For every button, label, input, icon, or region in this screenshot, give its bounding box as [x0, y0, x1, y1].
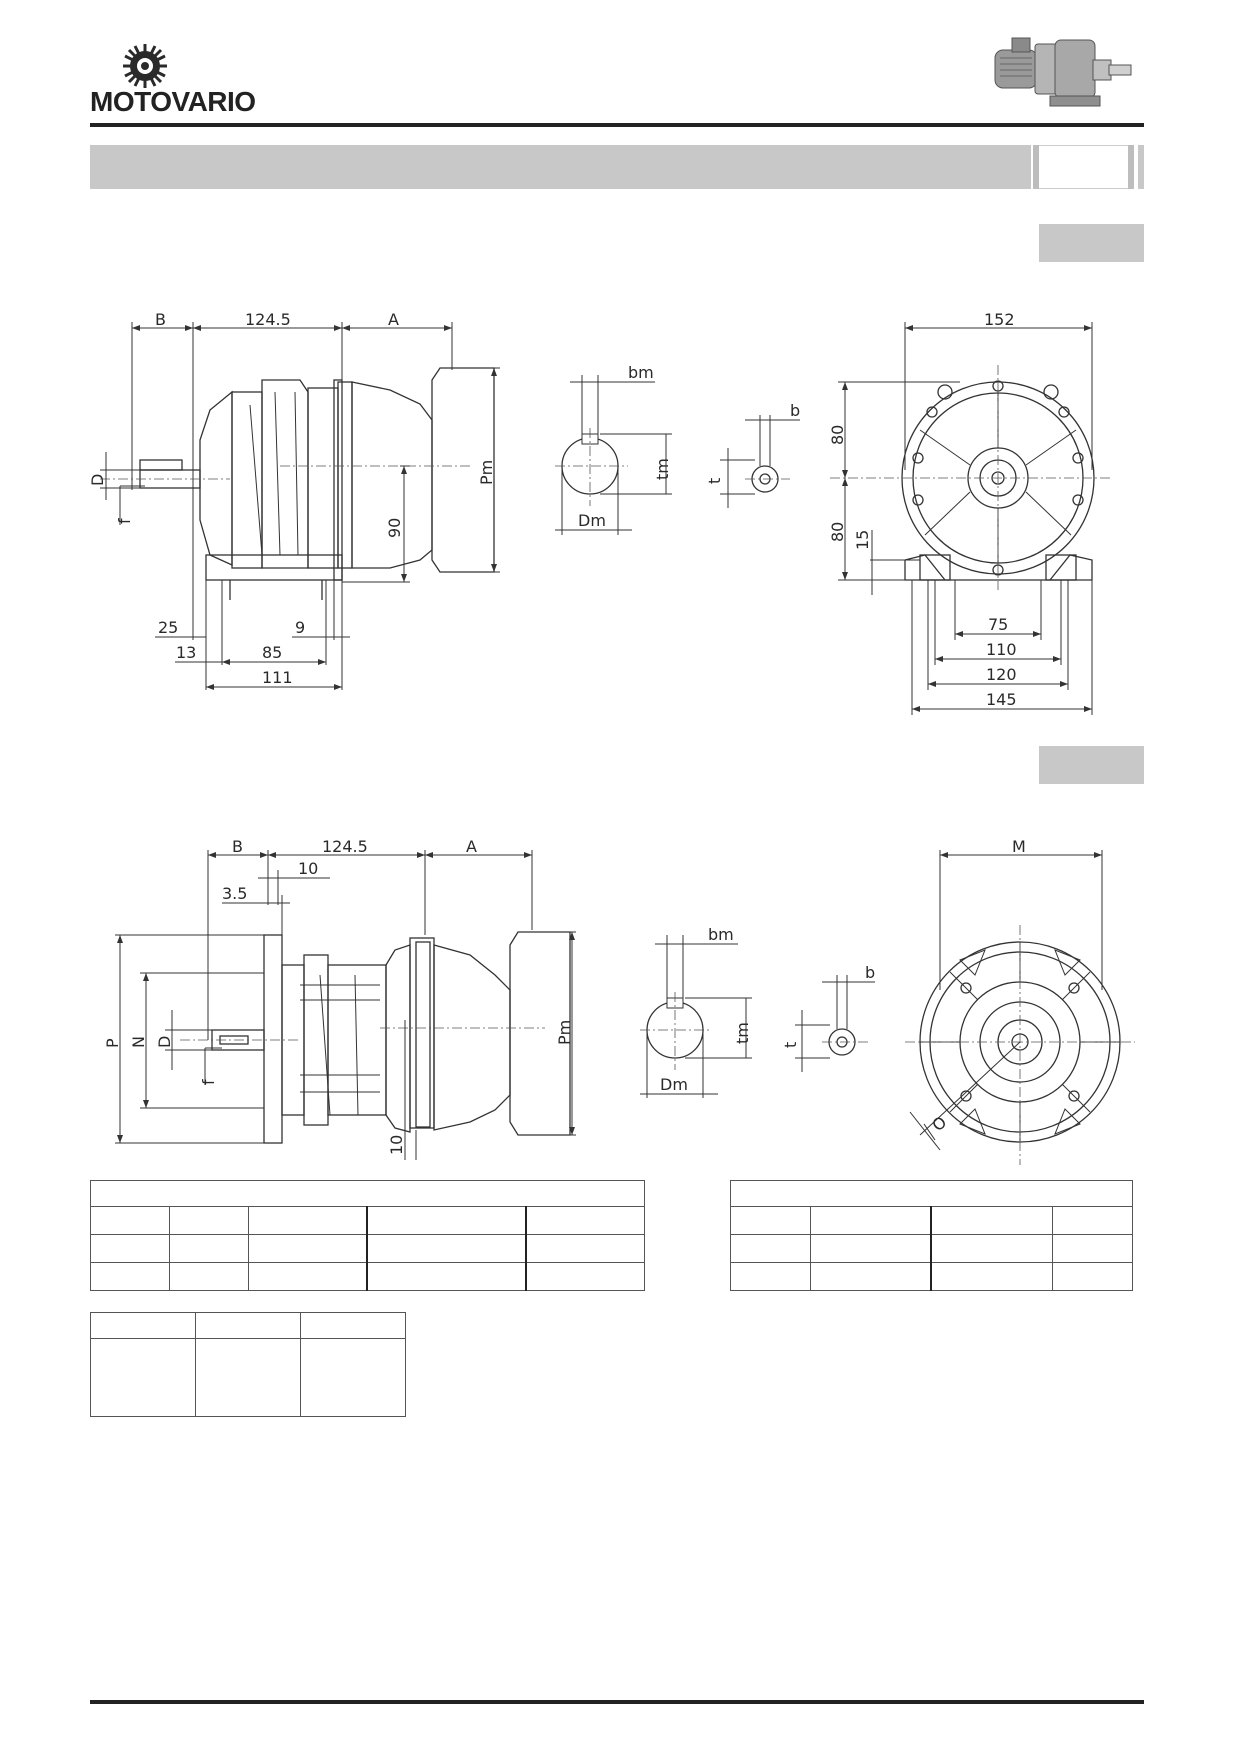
bottom-rule — [90, 1700, 1144, 1704]
dim-Pm: Pm — [477, 460, 496, 485]
dim-152: 152 — [984, 310, 1015, 329]
dim-111: 111 — [262, 668, 293, 687]
drawing1-motor-shaft: bm tm Dm — [555, 363, 672, 535]
dim-B: B — [155, 310, 166, 329]
dim-t-2: t — [781, 1042, 800, 1048]
drawing2-side-view: B 124.5 A 10 3.5 — [103, 837, 576, 1160]
dim-f: f — [115, 518, 134, 524]
drawing2-end-view: M O — [905, 837, 1135, 1165]
section-tag — [1039, 224, 1144, 262]
top-rule — [90, 123, 1144, 127]
spec-table-3 — [90, 1312, 406, 1417]
dim-80-upper: 80 — [828, 425, 847, 445]
section-tag — [1039, 746, 1144, 784]
dim-O: O — [928, 1112, 950, 1135]
header-band-divider — [1033, 145, 1039, 189]
dim-25: 25 — [158, 618, 178, 637]
spec-table-1 — [89, 1180, 645, 1291]
dim-124-5-2: 124.5 — [322, 837, 368, 856]
dim-N: N — [129, 1036, 148, 1048]
header-band-end — [1138, 145, 1144, 189]
gear-logo-icon — [123, 44, 167, 88]
dim-10-bottom: 10 — [387, 1135, 406, 1155]
dim-Dm-2: Dm — [660, 1075, 688, 1094]
dim-b: b — [790, 401, 800, 420]
dim-85: 85 — [262, 643, 282, 662]
dim-A: A — [388, 310, 399, 329]
dim-15: 15 — [853, 530, 872, 550]
drawing2-output-shaft: b t — [781, 963, 875, 1072]
dim-3-5: 3.5 — [222, 884, 247, 903]
dim-110: 110 — [986, 640, 1017, 659]
drawing1-output-shaft: b t — [705, 401, 800, 508]
dim-b-2: b — [865, 963, 875, 982]
drawing1-side-view: B 124.5 A D f — [88, 310, 500, 690]
header-band-box — [1039, 145, 1128, 189]
dim-90: 90 — [385, 518, 404, 538]
dim-75: 75 — [988, 615, 1008, 634]
dim-bm-2: bm — [708, 925, 734, 944]
header-band — [90, 145, 1031, 189]
brand-name: MOTOVARIO — [90, 86, 256, 117]
gearmotor-illustration-icon — [994, 37, 1132, 107]
drawing2-motor-shaft: bm tm Dm — [640, 925, 752, 1098]
dim-tm: tm — [653, 458, 672, 480]
drawing1-end-view: 152 80 80 15 — [828, 310, 1110, 715]
dim-80-lower: 80 — [828, 522, 847, 542]
dim-D: D — [88, 474, 107, 486]
dim-10-top: 10 — [298, 859, 318, 878]
dim-D-2: D — [155, 1036, 174, 1048]
dim-120: 120 — [986, 665, 1017, 684]
dim-tm-2: tm — [733, 1022, 752, 1044]
spec-table-2 — [729, 1180, 1134, 1291]
dim-M: M — [1012, 837, 1026, 856]
dim-f-2: f — [199, 1079, 218, 1085]
dim-13: 13 — [176, 643, 196, 662]
dim-P: P — [103, 1038, 122, 1048]
dim-9: 9 — [295, 618, 305, 637]
dim-145: 145 — [986, 690, 1017, 709]
dim-124-5: 124.5 — [245, 310, 291, 329]
dim-B-2: B — [232, 837, 243, 856]
header-band-divider — [1128, 145, 1134, 189]
dim-Pm-2: Pm — [555, 1020, 574, 1045]
dim-bm: bm — [628, 363, 654, 382]
dim-Dm: Dm — [578, 511, 606, 530]
dim-t: t — [705, 478, 724, 484]
dim-A-2: A — [466, 837, 477, 856]
